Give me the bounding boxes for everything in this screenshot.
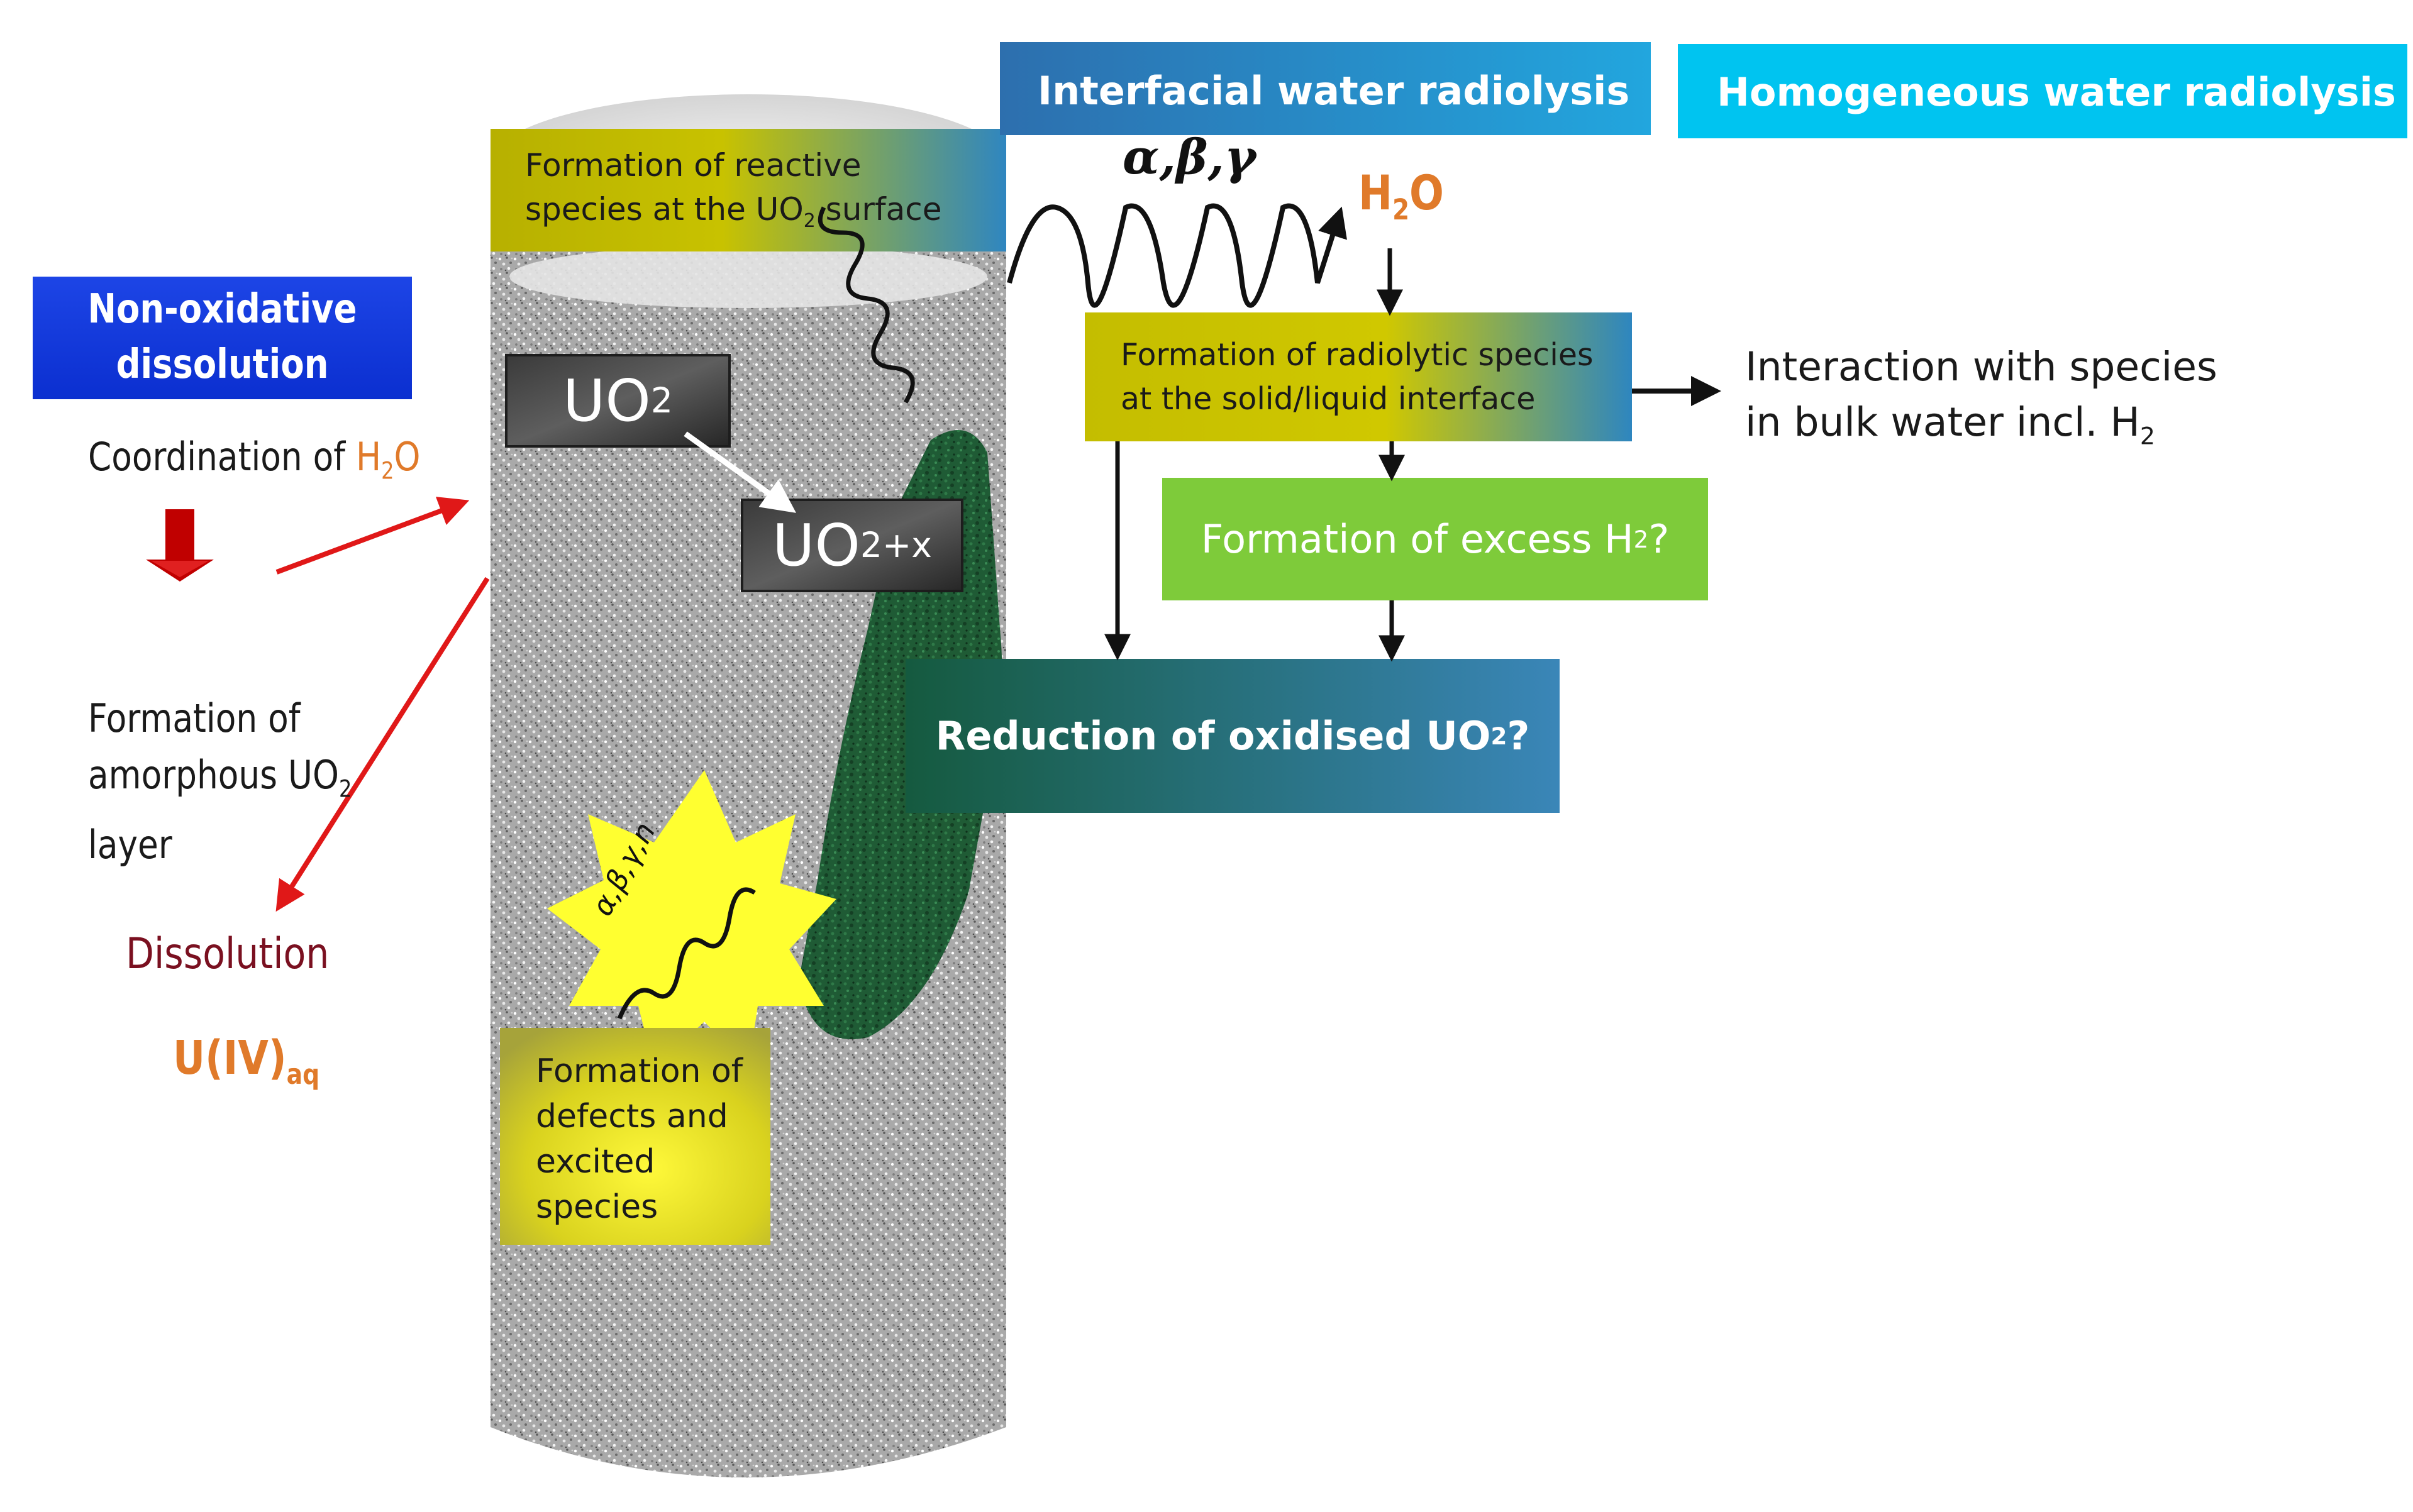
interaction-label: Interaction with species in bulk water i… — [1745, 344, 2217, 450]
amorphous-layer-label: Formation of amorphous UO2 layer — [88, 695, 352, 868]
uiv-aq-label: U(IV)aq — [173, 1031, 320, 1091]
radiation-label: α,β,γ — [1123, 129, 1256, 185]
homogeneous-header: Homogeneous water radiolysis — [1717, 69, 2396, 115]
uo2x-box — [741, 499, 963, 592]
non-oxidative-label: Non-oxidative dissolution — [87, 286, 357, 388]
surface-wave — [818, 206, 915, 404]
homogeneous-header-bg — [1678, 44, 2407, 138]
excess-h2-box — [1162, 478, 1708, 600]
pellet-to-dissolution-arrow — [275, 577, 490, 912]
interfacial-header: Interfacial water radiolysis — [1038, 67, 1630, 114]
dissolution-label: Dissolution — [126, 929, 330, 979]
radiolytic-species-label: Formation of radiolytic species at the s… — [1121, 337, 1594, 417]
coordination-to-pellet-arrow — [275, 497, 470, 575]
defects-label: Formation of defects and excited species — [536, 1052, 743, 1226]
reactive-species-label: Formation of reactive species at the UO2… — [525, 147, 942, 232]
reduction-box — [906, 659, 1560, 813]
defects-box — [500, 1028, 770, 1245]
h2o-label: H2O — [1358, 165, 1444, 227]
interfacial-header-bg — [1000, 42, 1651, 135]
radiation-burst — [547, 770, 836, 1069]
radiation-wave — [1007, 203, 1347, 308]
burst-wave — [617, 887, 756, 1020]
down-arrow-icon — [146, 509, 214, 582]
radiolytic-species-box — [1085, 312, 1632, 441]
reactive-species-box — [491, 129, 1006, 251]
coordination-label: Coordination of H2O — [88, 434, 421, 485]
uo2-to-uo2x-arrow — [684, 431, 796, 513]
uo2-box — [505, 354, 731, 448]
non-oxidative-box — [33, 277, 412, 399]
